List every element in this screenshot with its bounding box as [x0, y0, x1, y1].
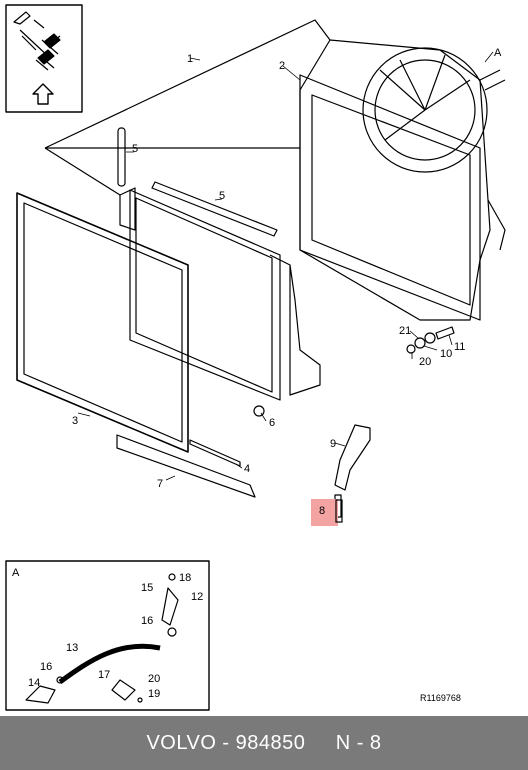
part-label-2: 2: [279, 60, 285, 72]
part-label-10: 10: [440, 348, 452, 360]
part-label-20: 20: [419, 356, 431, 368]
exploded-parts-diagram: 1 2 3 4 5 5 6 7 8 9 10 11 20 21 A A 12 1…: [5, 4, 506, 711]
stud-part-11: [435, 326, 455, 340]
forward-arrow-icon: [32, 83, 54, 105]
part-number: 984850: [235, 731, 306, 754]
part-info-footer: VOLVO - 984850 N - 8: [0, 716, 528, 770]
highlight-part-8: [311, 499, 338, 526]
detail-label-17: 17: [98, 669, 110, 681]
part-label-7: 7: [157, 478, 163, 490]
detail-label-18: 18: [179, 572, 191, 584]
detail-label-19: 19: [148, 688, 160, 700]
vehicle-orientation-icon: [5, 4, 83, 113]
lower-bracket: [116, 434, 256, 498]
detail-label-16-upper: 16: [141, 615, 153, 627]
washer-part-20: [406, 344, 416, 354]
seal-strip-vertical: [117, 127, 126, 187]
part-label-3: 3: [72, 415, 78, 427]
detail-label-20: 20: [148, 673, 160, 685]
part-label-21: 21: [399, 325, 411, 337]
detail-panel-a: [5, 560, 210, 711]
detail-a-title: A: [12, 567, 20, 579]
washer-part-10: [414, 337, 426, 349]
mounting-bracket: [334, 424, 371, 491]
part-label-6: 6: [269, 417, 275, 429]
brand-name: VOLVO: [146, 731, 217, 754]
part-label-11: 11: [454, 341, 465, 353]
condenser: [16, 192, 189, 453]
detail-label-12: 12: [191, 591, 203, 603]
detail-marker-a: A: [494, 47, 502, 59]
fan-shroud-frame: [299, 39, 506, 321]
nut-part-21: [424, 332, 436, 344]
detail-label-13: 13: [66, 642, 78, 654]
part-label-5-vertical: 5: [132, 143, 138, 155]
footer-gap: [305, 732, 335, 755]
radiator-core: [119, 187, 321, 401]
part-1-leader: [44, 19, 331, 196]
part-label-4: 4: [244, 463, 250, 475]
detail-label-16-lower: 16: [40, 661, 52, 673]
diagram-reference-code: R1169768: [420, 693, 461, 703]
nut-part-6: [253, 405, 265, 417]
seal-strip-horizontal: [151, 181, 278, 237]
part-label-8: 8: [319, 505, 325, 517]
footer-separator: -: [216, 731, 236, 754]
detail-label-14: 14: [28, 677, 40, 689]
leader-lines: [77, 51, 494, 512]
item-position: N - 8: [335, 731, 382, 754]
part-label-1: 1: [187, 53, 193, 65]
lower-strip: [189, 439, 241, 467]
part-label-9: 9: [330, 438, 336, 450]
detail-label-15: 15: [141, 582, 153, 594]
part-label-5-horizontal: 5: [219, 190, 225, 202]
